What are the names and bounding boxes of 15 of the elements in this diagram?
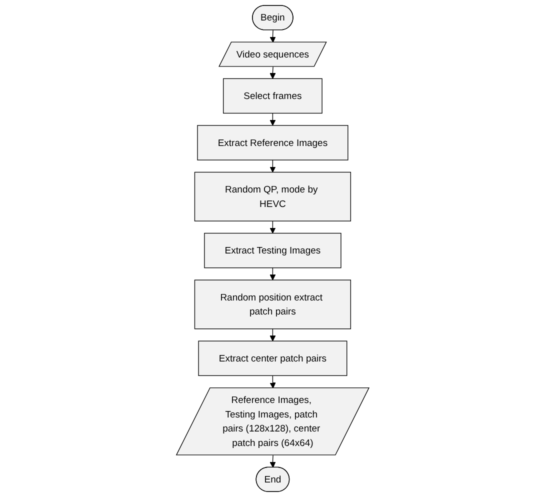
arrow	[270, 66, 276, 79]
node-box: Random position extract patch pairs	[194, 280, 352, 330]
node-box: Extract Reference Images	[197, 125, 349, 160]
arrow	[270, 328, 276, 342]
node-box: Select frames	[223, 78, 323, 114]
arrow	[270, 267, 276, 280]
arrow	[270, 30, 276, 43]
arrow	[270, 112, 276, 126]
arrow	[270, 220, 276, 234]
arrow	[270, 375, 276, 388]
arrow	[270, 160, 276, 172]
node-box: Extract Testing Images	[204, 232, 342, 268]
node-box: Random QP, mode by HEVC	[194, 172, 352, 222]
arrow	[270, 454, 276, 468]
node-box: Extract center patch pairs	[198, 340, 348, 376]
